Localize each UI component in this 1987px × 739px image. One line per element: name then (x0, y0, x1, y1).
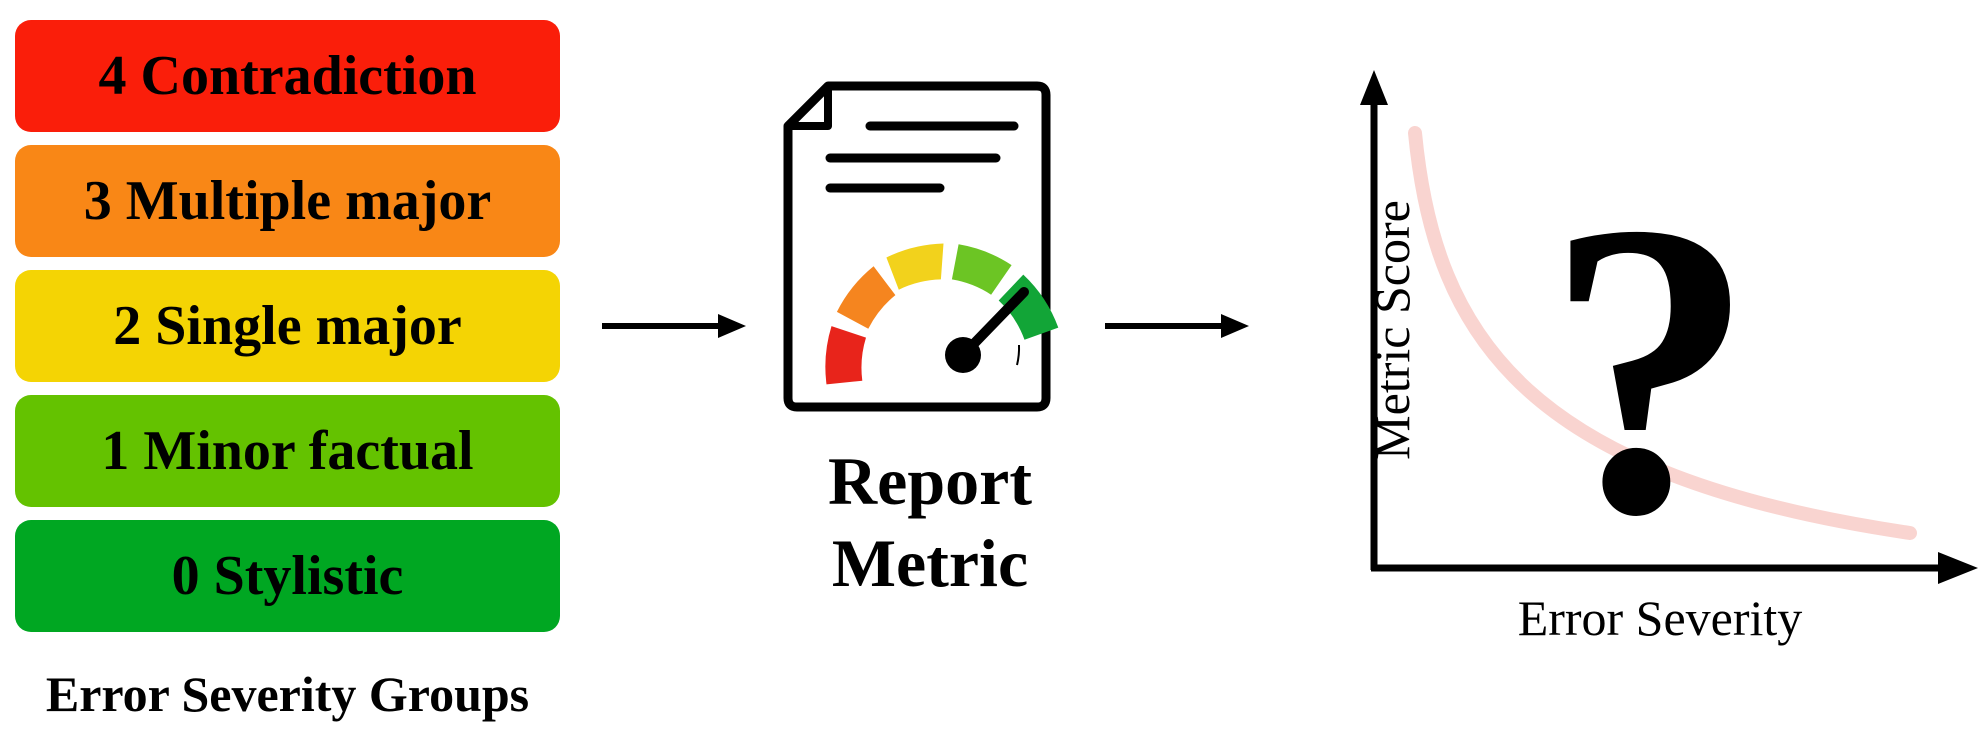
group-label: 3 Multiple major (83, 170, 492, 232)
arrow-right-icon (602, 314, 746, 338)
group-contradiction: 4 Contradiction (15, 20, 560, 132)
severity-score-plot: ? (1360, 70, 1978, 600)
metric-label-line1: Report (828, 443, 1032, 519)
group-label: 4 Contradiction (98, 45, 477, 107)
group-stylistic: 0 Stylistic (15, 520, 560, 632)
report-document-icon (783, 81, 1059, 412)
group-label: 2 Single major (113, 295, 462, 357)
group-minor-factual: 1 Minor factual (15, 395, 560, 507)
groups-caption: Error Severity Groups (45, 666, 530, 722)
error-severity-groups: 4 Contradiction 3 Multiple major 2 Singl… (15, 20, 560, 645)
metric-label-line2: Metric (831, 525, 1029, 601)
y-axis-label: Metric Score (1364, 200, 1420, 460)
trend-curve (1408, 126, 1917, 540)
group-label: 1 Minor factual (101, 420, 474, 482)
group-label: 0 Stylistic (171, 545, 404, 607)
arrow-right-icon (1105, 314, 1249, 338)
group-multiple-major: 3 Multiple major (15, 145, 560, 257)
report-metric-label: Report Metric (770, 440, 1090, 604)
axes (1360, 70, 1978, 584)
gauge-icon (825, 243, 1059, 385)
question-mark-icon: ? (1545, 136, 1755, 600)
x-axis-label: Error Severity (1517, 590, 1803, 646)
group-single-major: 2 Single major (15, 270, 560, 382)
